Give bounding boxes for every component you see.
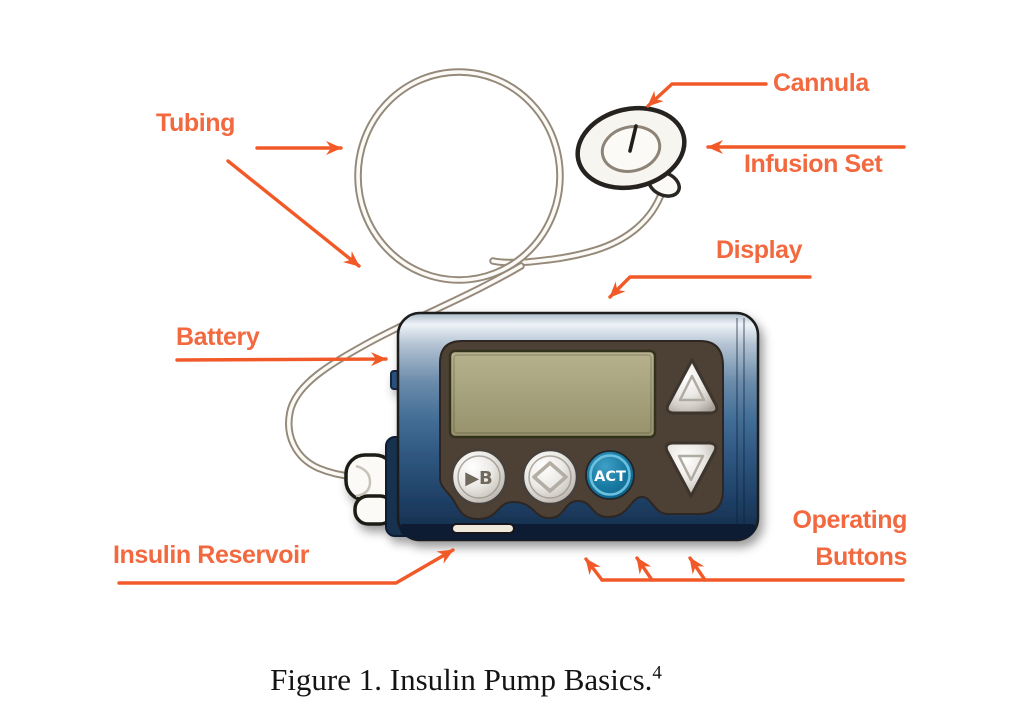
down-arrow-icon	[677, 454, 705, 482]
label-battery: Battery	[176, 323, 260, 351]
label-operating-buttons-line1: Operating	[792, 506, 908, 534]
label-tubing: Tubing	[156, 109, 236, 137]
operating-buttons-arrow-3	[688, 556, 707, 582]
label-cannula: Cannula	[773, 69, 869, 97]
tubing-arrow-2	[226, 159, 361, 268]
pump-display	[448, 349, 657, 439]
label-operating-buttons-line2: Buttons	[815, 543, 907, 571]
operating-buttons-arrow-2	[635, 556, 654, 582]
figure-caption: Figure 1. Insulin Pump Basics.4	[166, 661, 766, 698]
up-button	[665, 358, 719, 415]
cannula-arrow	[646, 82, 768, 108]
tubing-loop	[354, 68, 564, 284]
display-arrow	[608, 275, 812, 299]
bolus-icon: ▶B	[465, 468, 493, 489]
act-button-label: ACT	[594, 469, 626, 485]
down-button	[664, 441, 718, 498]
figure-caption-text: Figure 1. Insulin Pump Basics.	[270, 662, 653, 697]
battery-arrow	[175, 352, 388, 367]
infusion-set	[575, 105, 687, 198]
bolus-button: ▶B	[450, 448, 508, 506]
label-insulin-reservoir: Insulin Reservoir	[113, 541, 310, 569]
cannula-needle	[628, 124, 638, 153]
label-display: Display	[716, 236, 803, 264]
select-button	[521, 448, 579, 506]
label-infusion-set: Infusion Set	[744, 150, 883, 178]
operating-buttons-arrow-1	[584, 557, 604, 582]
figure-caption-superscript: 4	[652, 662, 662, 684]
diamond-icon	[532, 461, 568, 493]
insulin-reservoir-arrow	[117, 548, 455, 585]
up-arrow-icon	[678, 374, 706, 402]
label-operating-buttons: Operating Buttons	[745, 502, 908, 576]
reservoir-cap	[344, 453, 396, 526]
act-button: ACT	[585, 450, 635, 500]
reservoir-slot	[451, 523, 515, 534]
insulin-pump-device: ▶B ACT	[344, 311, 760, 542]
